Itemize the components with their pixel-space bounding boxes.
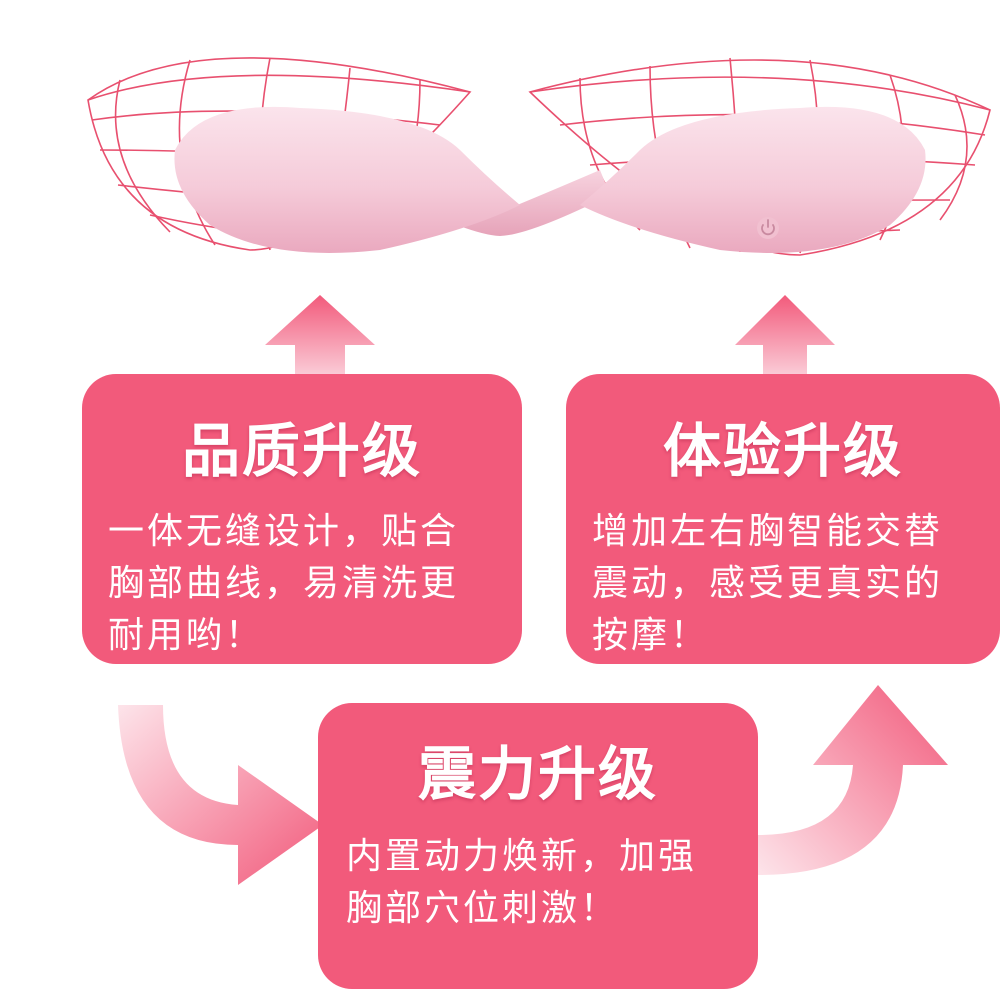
description-line: 震动，感受更真实的 (592, 563, 944, 604)
right-cup (580, 106, 926, 253)
up-arrow-icon (735, 295, 835, 380)
quality-upgrade-card: 品质升级 一体无缝设计，贴合 胸部曲线，易清洗更 耐用哟！ (82, 374, 522, 664)
card-title: 震力升级 (417, 740, 658, 808)
description-line: 按摩！ (592, 615, 710, 656)
card-title: 品质升级 (181, 417, 422, 485)
curved-arrow-right-icon (118, 705, 323, 885)
card-title: 体验升级 (662, 417, 903, 485)
vibration-upgrade-card: 震力升级 内置动力焕新，加强 胸部穴位刺激！ (318, 703, 758, 989)
description-line: 胸部穴位刺激！ (346, 888, 620, 929)
up-arrow-icon (265, 295, 375, 380)
power-icon[interactable] (757, 217, 779, 239)
left-cup (174, 106, 520, 253)
description-line: 内置动力焕新，加强 (346, 836, 698, 877)
card-description: 内置动力焕新，加强 胸部穴位刺激！ (346, 831, 697, 935)
description-line: 胸部曲线，易清洗更 (108, 563, 460, 604)
description-line: 增加左右胸智能交替 (592, 511, 944, 552)
description-line: 耐用哟！ (108, 615, 265, 656)
curved-arrow-up-icon (758, 685, 948, 875)
experience-upgrade-card: 体验升级 增加左右胸智能交替 震动，感受更真实的 按摩！ (566, 374, 1000, 664)
card-description: 一体无缝设计，贴合 胸部曲线，易清洗更 耐用哟！ (108, 506, 459, 662)
product-illustration (87, 57, 991, 256)
card-description: 增加左右胸智能交替 震动，感受更真实的 按摩！ (592, 506, 943, 662)
description-line: 一体无缝设计，贴合 (108, 511, 460, 552)
